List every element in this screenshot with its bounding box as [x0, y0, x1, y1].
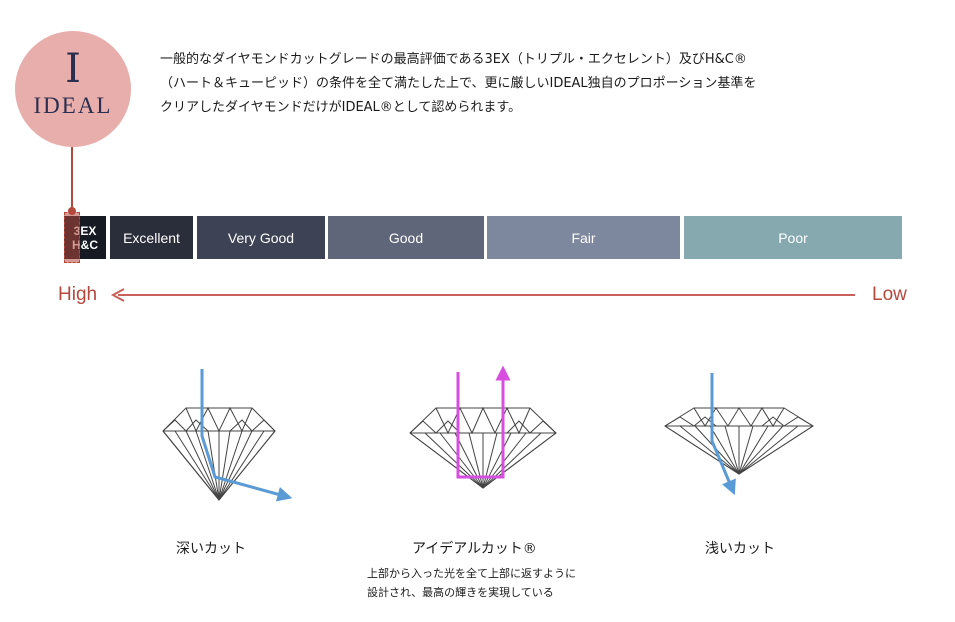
shallow-cut-caption: 浅いカット [705, 541, 775, 557]
grade-poor: Poor [684, 216, 902, 259]
intro-line-1: 一般的なダイヤモンドカットグレードの最高評価である3EX（トリプル・エクセレント… [160, 52, 747, 67]
intro-line-2: （ハート＆キューピッド）の条件を全て満たした上で、更に厳しいIDEAL独自のプロ… [160, 76, 757, 91]
shallow-cut-diamond-icon [664, 407, 814, 475]
logo-connector-dot [68, 207, 76, 215]
ideal-note-line-1: 上部から入った光を全て上部に返すように [367, 567, 576, 580]
logo-glyph: I [65, 46, 81, 92]
ideal-cut-note: 上部から入った光を全て上部に返すように 設計され、最高の輝きを実現している [367, 564, 576, 602]
scale-low-label: Low [872, 284, 907, 305]
shallow-cut-light-ray [710, 373, 736, 496]
ideal-note-line-2: 設計され、最高の輝きを実現している [367, 586, 554, 599]
deep-cut-diamond-icon [162, 406, 276, 501]
intro-line-3: クリアしたダイヤモンドだけがIDEAL®として認められます。 [160, 100, 522, 115]
ideal-cut-light-ray [456, 365, 511, 479]
intro-text: 一般的なダイヤモンドカットグレードの最高評価である3EX（トリプル・エクセレント… [160, 48, 880, 120]
grade-excellent: Excellent [110, 216, 193, 259]
ideal-cut-diamond-icon [409, 406, 557, 489]
logo-text: IDEAL [33, 93, 113, 118]
grade-very-good: Very Good [197, 216, 325, 259]
deep-cut-light-ray [200, 369, 293, 502]
logo-connector-line [71, 147, 73, 211]
ideal-grade-marker [64, 212, 80, 263]
grade-fair: Fair [487, 216, 680, 259]
scale-high-label: High [58, 284, 98, 305]
deep-cut-caption: 深いカット [176, 541, 246, 557]
high-low-arrow [110, 288, 855, 302]
grade-good: Good [328, 216, 484, 259]
ideal-cut-caption: アイデアルカット® [412, 541, 537, 557]
ideal-logo: I IDEAL [15, 31, 131, 147]
